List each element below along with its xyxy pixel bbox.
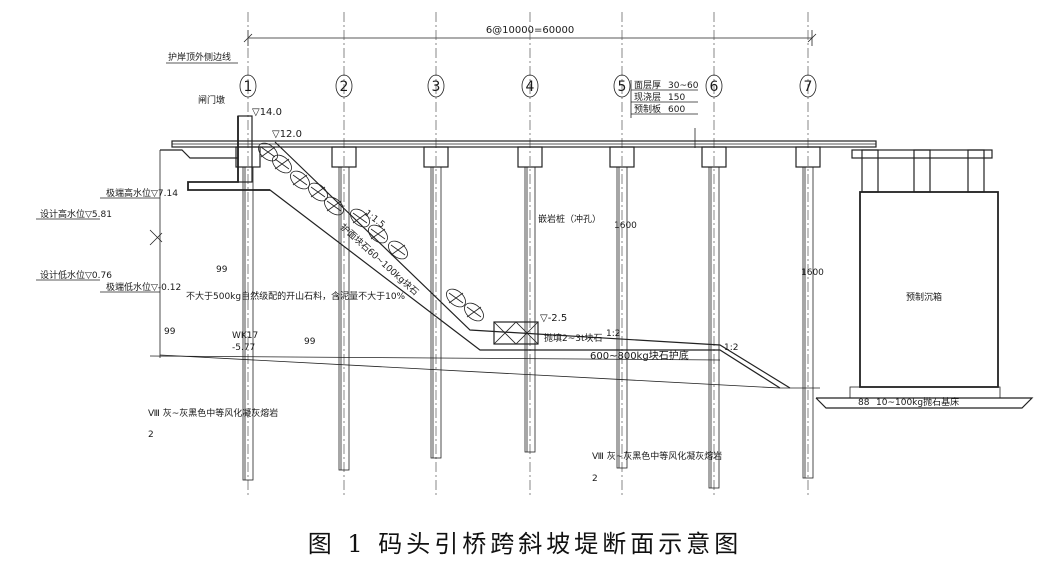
symbol-a: 99 [216, 265, 228, 275]
design-high-water: 设计高水位▽5.81 [40, 208, 112, 220]
axis-bubble-3 [427, 74, 445, 98]
figure-caption: 图 1 码头引桥跨斜坡堤断面示意图 [307, 530, 743, 558]
abutment [149, 115, 270, 358]
elev-top-label: ▽14.0 [252, 107, 282, 118]
armor-stone [446, 288, 466, 308]
elev-deck-label: ▽12.0 [272, 129, 302, 140]
axis-label-5: 5 [618, 79, 627, 95]
armor-stone [388, 240, 408, 260]
gate-label: 闸门墩 [198, 94, 225, 106]
caisson [815, 149, 1034, 409]
axis-bubble-2 [335, 74, 353, 98]
elev-toe-label: ▽-2.5 [540, 313, 567, 324]
axis-label-2: 2 [340, 79, 349, 95]
pile [708, 166, 720, 489]
deck-layer-value: 600 [668, 105, 685, 115]
axis-label-1: 1 [244, 79, 253, 95]
armor-stones [258, 142, 484, 322]
deck-layer-name: 预制板 [634, 103, 661, 115]
design-low-water: 设计低水位▽0.76 [40, 269, 112, 281]
axis-bubble-4 [521, 74, 539, 98]
symbol-d: 88 [858, 398, 870, 408]
symbol-b: 99 [164, 327, 176, 337]
toe-protect-label: 600~800kg块石护底 [590, 349, 689, 362]
rock-right-sub: 2 [592, 474, 598, 484]
armor-stone [324, 196, 344, 216]
low-water-extreme: 极端低水位▽-0.12 [106, 281, 181, 293]
dim-1600b: 1600 [801, 268, 824, 278]
axis-label-7: 7 [804, 79, 813, 95]
slope-embankment [149, 141, 820, 389]
deck-layer-name: 面层厚 [634, 80, 661, 91]
axis-bubble-5 [613, 74, 631, 98]
pile-note: 嵌岩桩（冲孔） [538, 213, 601, 225]
high-water-extreme: 极端高水位▽7.14 [106, 187, 178, 199]
borehole-id: WK17 [232, 331, 258, 341]
pile [242, 166, 254, 481]
axis-label-3: 3 [432, 79, 441, 95]
rock-left-label: Ⅷ 灰~灰黑色中等风化凝灰熔岩 [148, 407, 278, 419]
dim-1600a: 1600 [614, 221, 637, 231]
armor-stone [308, 182, 328, 202]
fill-note: 不大于500kg自然级配的开山石料，含泥量不大于10% [186, 290, 406, 302]
caisson-base-label: 10~100kg抛石基床 [876, 396, 959, 408]
toe-stone-label: 抛填2~3t块石 [544, 332, 603, 344]
guard-edge-label: 护岸顶外侧边线 [168, 51, 231, 63]
armor-stone [272, 154, 292, 174]
armor-stone [368, 224, 388, 244]
rock-left-sub: 2 [148, 430, 154, 440]
pile [524, 166, 536, 453]
toe-stone [493, 321, 539, 345]
pile [616, 166, 628, 469]
borehole-elev: -5.77 [232, 343, 255, 353]
pile [802, 166, 814, 479]
pile [338, 166, 350, 471]
axis-grid: 1 2 3 4 5 6 7 [239, 12, 817, 495]
rock-right-label: Ⅷ 灰~灰黑色中等风化凝灰熔岩 [592, 450, 722, 462]
caisson-label: 预制沉箱 [906, 291, 942, 303]
slope-2-label: 1:2 [606, 329, 620, 339]
axis-label-6: 6 [710, 79, 719, 95]
annotations: 护岸顶外侧边线 闸门墩 ▽14.0 ▽12.0 极端高水位▽7.14 设计高水位… [40, 51, 959, 484]
axis-bubble-1 [239, 74, 257, 98]
symbol-c: 99 [304, 337, 316, 347]
armor-stone [350, 208, 370, 228]
deck-layer-value: 150 [668, 93, 685, 103]
armor-stone [464, 302, 484, 322]
armor-stone [258, 142, 278, 162]
deck-layer-value: 30~60 [668, 81, 699, 91]
piles [235, 146, 821, 489]
slope-1-label: 1:1.5 [362, 208, 386, 230]
slope-3-label: 1:2 [724, 343, 738, 353]
axis-bubble-7 [799, 74, 817, 98]
deck-layer-name: 现浇层 [634, 91, 661, 103]
deck-layer-table: 面层厚 30~60 现浇层 150 预制板 600 [630, 80, 699, 118]
axis-bubble-6 [705, 74, 723, 98]
axis-label-4: 4 [526, 79, 535, 95]
water-levels [36, 197, 160, 293]
